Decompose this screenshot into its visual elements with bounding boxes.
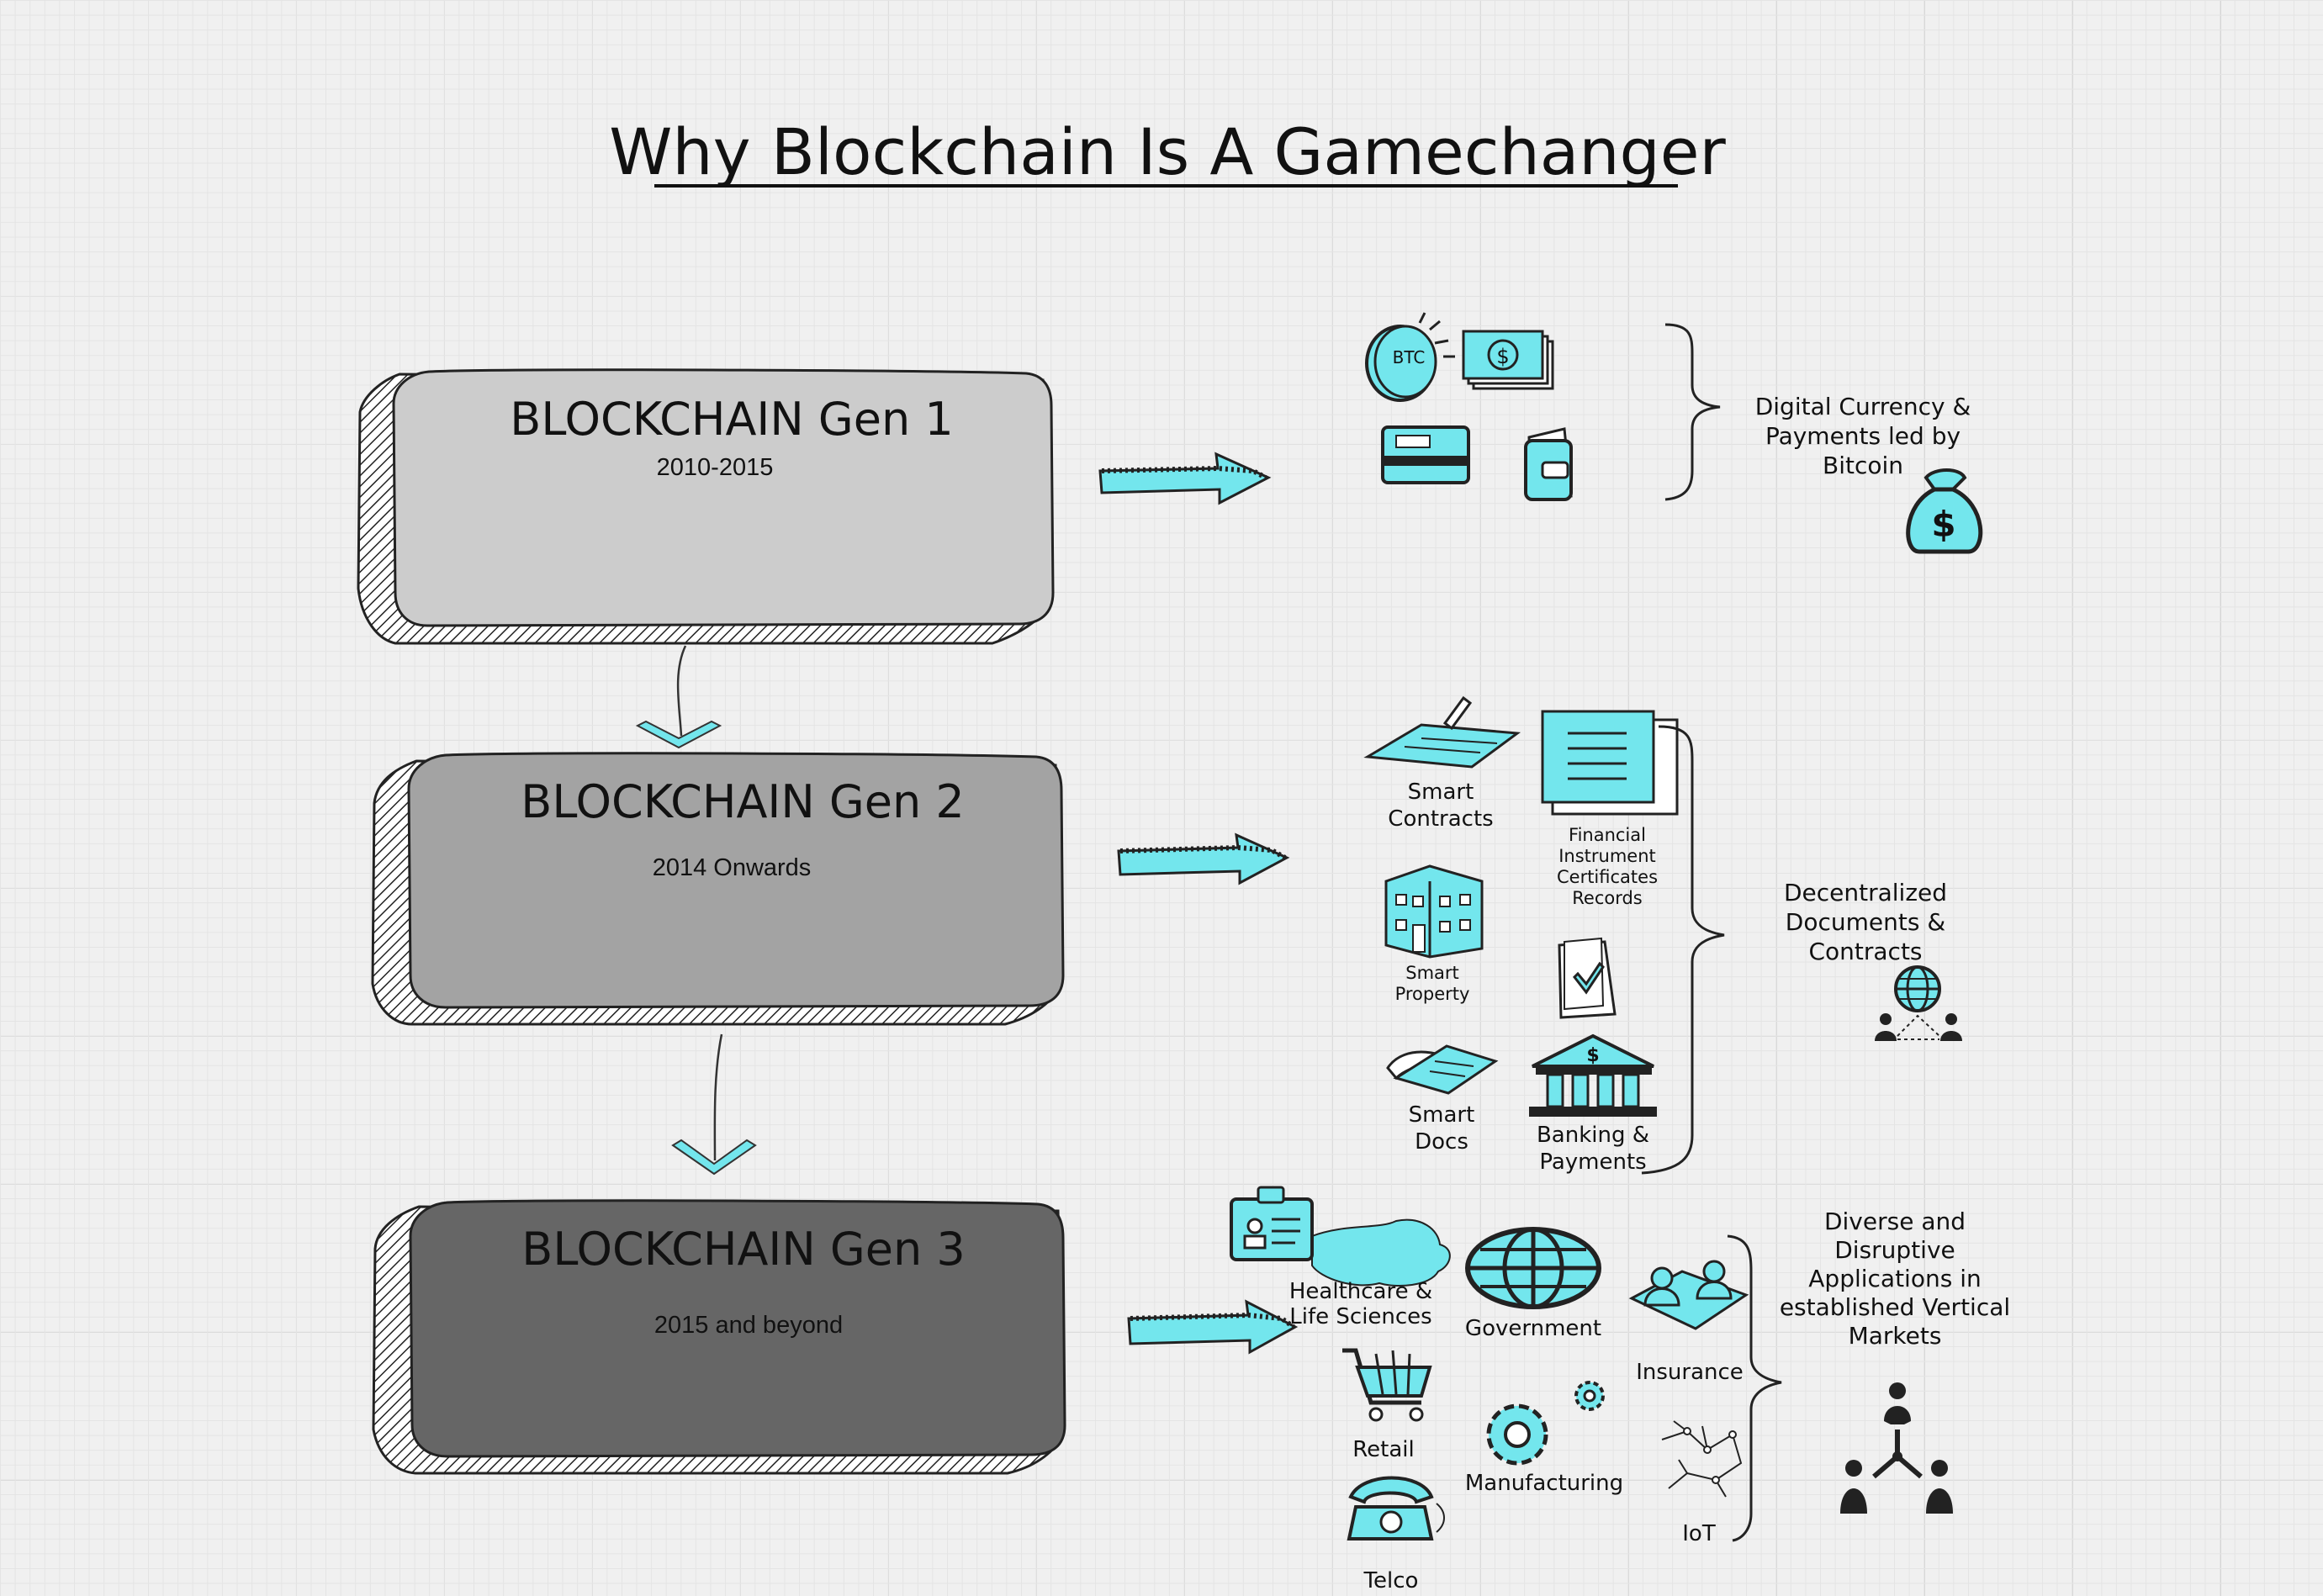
iot-network-icon xyxy=(1661,1420,1743,1498)
gen3-summary: Diverse and Disruptive Applications in e… xyxy=(1780,1208,2010,1350)
credit-card-icon xyxy=(1381,425,1470,484)
money-bag-icon: $ xyxy=(1906,468,1983,554)
chevron-down-icon xyxy=(635,720,722,749)
gen2-box-face xyxy=(407,752,1065,1009)
arrow-right-icon xyxy=(1098,452,1272,505)
globe-icon xyxy=(1465,1227,1601,1309)
gen1-brace xyxy=(1664,323,1721,501)
gen1-summary-line2: Payments led by xyxy=(1765,422,1961,450)
smart-contracts-label-2: Contracts xyxy=(1388,806,1493,832)
banknote-icon: $ xyxy=(1462,330,1554,390)
gen2-years: 2014 Onwards xyxy=(653,854,812,881)
smart-property-label-2: Property xyxy=(1395,984,1470,1004)
gen3-summary-line5: Markets xyxy=(1849,1322,1942,1350)
financial-label-4: Records xyxy=(1572,888,1643,908)
insurance-icon xyxy=(1628,1260,1749,1330)
smart-property-icon xyxy=(1384,864,1484,959)
smart-docs-label-1: Smart xyxy=(1409,1102,1475,1128)
gen2-summary-line2: Documents & xyxy=(1786,908,1945,936)
organization-network-icon xyxy=(1840,1382,1953,1514)
bank-icon: $ xyxy=(1529,1033,1657,1117)
gen1-summary: Digital Currency & Payments led by Bitco… xyxy=(1755,393,1971,479)
gen1-years: 2010-2015 xyxy=(657,454,774,481)
healthcare-label-1: Healthcare & xyxy=(1289,1279,1432,1304)
svg-text:$: $ xyxy=(1931,504,1955,545)
gen3-years: 2015 and beyond xyxy=(654,1312,843,1339)
healthcare-label-2: Life Sciences xyxy=(1289,1304,1431,1329)
svg-text:$: $ xyxy=(1496,345,1509,368)
page-title: Why Blockchain Is A Gamechanger xyxy=(609,114,1726,189)
financial-label-2: Instrument xyxy=(1558,846,1656,866)
gen3-summary-line2: Disruptive xyxy=(1834,1236,1955,1264)
smart-contracts-label-1: Smart xyxy=(1408,780,1474,805)
gen3-box-face xyxy=(409,1199,1066,1458)
gen2-summary-line3: Contracts xyxy=(1808,938,1922,965)
gen3-brace xyxy=(1727,1234,1782,1542)
iot-label: IoT xyxy=(1682,1521,1716,1546)
svg-text:BTC: BTC xyxy=(1393,347,1426,367)
connector-gen2-gen3 xyxy=(671,1033,757,1176)
gen1-title: BLOCKCHAIN Gen 1 xyxy=(510,393,953,446)
connector-gen1-gen2 xyxy=(635,645,722,749)
manufacturing-label: Manufacturing xyxy=(1465,1471,1623,1496)
checkmark-document-icon xyxy=(1558,937,1617,1019)
gen2-brace xyxy=(1641,725,1725,1175)
btc-coin-icon: BTC xyxy=(1365,312,1455,402)
telephone-icon xyxy=(1347,1476,1445,1541)
smart-contracts-icon xyxy=(1363,695,1521,769)
gen3-title: BLOCKCHAIN Gen 3 xyxy=(521,1223,965,1276)
financial-document-icon xyxy=(1541,710,1679,816)
gen2-summary: Decentralized Documents & Contracts xyxy=(1784,879,1947,965)
gen3-summary-line1: Diverse and xyxy=(1824,1208,1966,1235)
arrow-right-gen3 xyxy=(1127,1299,1299,1355)
arrow-right-icon xyxy=(1127,1299,1299,1355)
wallet-icon xyxy=(1524,427,1573,501)
arrow-right-icon xyxy=(1117,832,1290,885)
svg-text:$: $ xyxy=(1586,1045,1599,1066)
gen3-summary-line4: established Vertical xyxy=(1780,1293,2010,1321)
telco-label: Telco xyxy=(1363,1568,1419,1593)
insurance-label: Insurance xyxy=(1636,1360,1744,1385)
banking-label-1: Banking & xyxy=(1537,1123,1649,1148)
gen3-summary-line3: Applications in xyxy=(1808,1265,1981,1292)
financial-label-3: Certificates xyxy=(1557,867,1658,887)
banking-label-2: Payments xyxy=(1539,1149,1646,1175)
gen3-box: BLOCKCHAIN Gen 3 2015 and beyond xyxy=(372,1199,1066,1475)
smart-property-label-1: Smart xyxy=(1405,963,1459,983)
global-network-icon xyxy=(1875,965,1962,1041)
healthcare-icon xyxy=(1230,1186,1451,1287)
arrow-right-gen2 xyxy=(1117,832,1290,885)
gen1-box-face xyxy=(392,368,1055,627)
gen2-box: BLOCKCHAIN Gen 2 2014 Onwards xyxy=(371,752,1065,1026)
gen1-summary-line3: Bitcoin xyxy=(1823,452,1903,479)
chevron-down-icon xyxy=(671,1139,757,1176)
gears-icon xyxy=(1486,1381,1605,1466)
gen1-summary-line1: Digital Currency & xyxy=(1755,393,1971,420)
smart-docs-label-2: Docs xyxy=(1415,1129,1468,1155)
government-label: Government xyxy=(1465,1316,1601,1341)
gen1-box: BLOCKCHAIN Gen 1 2010-2015 xyxy=(357,368,1055,645)
retail-label: Retail xyxy=(1352,1437,1414,1462)
shopping-cart-icon xyxy=(1342,1348,1432,1422)
arrow-right-gen1 xyxy=(1098,452,1272,505)
smart-docs-icon xyxy=(1386,1044,1499,1095)
gen2-summary-line1: Decentralized xyxy=(1784,879,1947,906)
financial-label-1: Financial xyxy=(1569,825,1646,845)
gen2-title: BLOCKCHAIN Gen 2 xyxy=(521,775,964,828)
